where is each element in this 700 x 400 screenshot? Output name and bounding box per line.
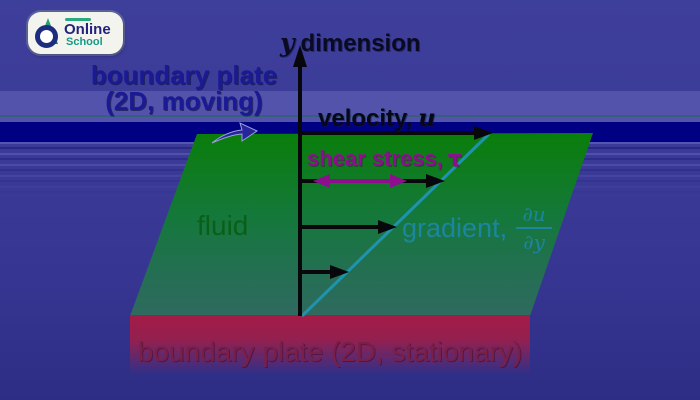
logo-tagline-mark xyxy=(65,18,91,21)
online-school-logo: Online School xyxy=(28,12,123,54)
tau-symbol: τ xyxy=(447,147,462,172)
logo-droplet-icon xyxy=(35,18,61,48)
moving-plate-label: boundary plate (2D, moving) xyxy=(58,62,310,114)
moving-plate-band xyxy=(0,91,700,122)
gradient-label: gradient, ∂u ∂y xyxy=(402,202,553,254)
moving-plate-line1: boundary plate xyxy=(90,60,278,90)
shear-stress-label: shear stress,τ xyxy=(307,146,462,172)
stationary-plate-band xyxy=(130,315,530,377)
y-dimension-text: dimension xyxy=(300,30,421,57)
du-dy-fraction: ∂u ∂y xyxy=(516,202,553,254)
shear-stress-text: shear stress, xyxy=(307,146,443,171)
gradient-text: gradient, xyxy=(402,212,508,243)
fraction-numerator: ∂u xyxy=(522,202,546,226)
fraction-bar xyxy=(516,227,553,229)
fraction-denominator: ∂y xyxy=(523,230,545,254)
y-symbol: y xyxy=(280,28,295,57)
stationary-plate-label: boundary plate (2D, stationary) xyxy=(137,336,523,367)
velocity-label: velocity,u xyxy=(318,103,436,133)
u-symbol: u xyxy=(418,103,436,132)
logo-title: Online xyxy=(64,21,111,38)
plate-seam-line xyxy=(0,115,700,117)
fluid-label: fluid xyxy=(197,210,249,241)
logo-subtitle: School xyxy=(66,36,103,48)
logo-text: Online School xyxy=(64,17,111,48)
logo-ring-shape xyxy=(35,25,58,48)
velocity-text: velocity, xyxy=(318,105,413,132)
moving-plate-line2: (2D, moving) xyxy=(105,86,263,116)
